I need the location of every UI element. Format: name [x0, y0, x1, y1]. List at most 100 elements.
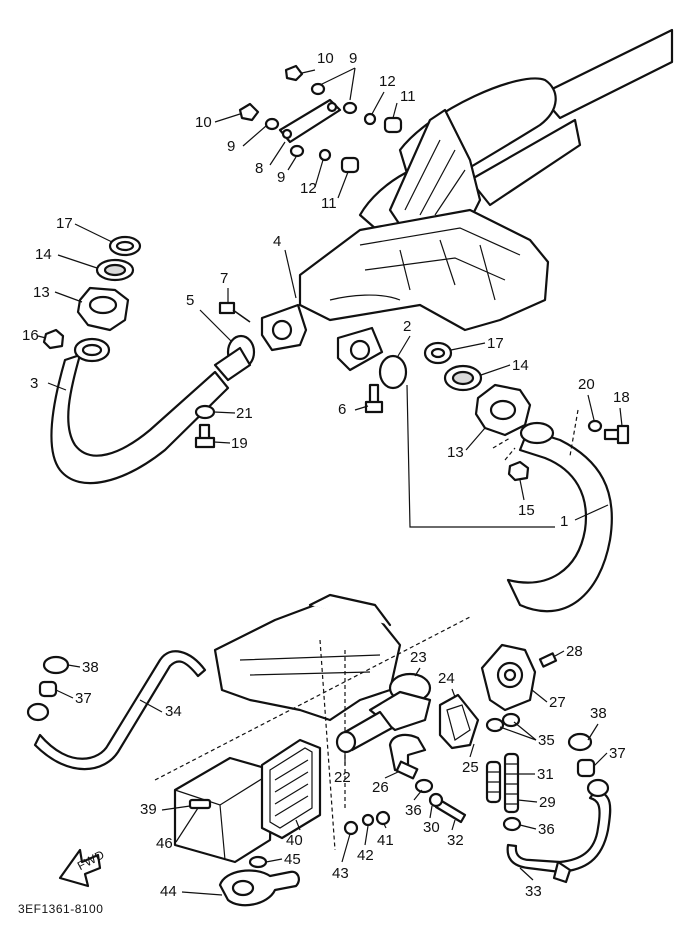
washer-41 — [375, 810, 391, 826]
callout-37a: 37 — [75, 690, 92, 707]
leader-line-13a — [54, 291, 83, 303]
washer-21 — [194, 404, 216, 420]
leader-line-36b — [519, 824, 537, 830]
leader-line-13b — [465, 427, 486, 451]
callout-6: 6 — [338, 401, 346, 418]
leader-line-45 — [265, 858, 283, 863]
callout-38a: 38 — [82, 659, 99, 676]
leader-line-9c — [287, 156, 297, 171]
leader-line-10b — [214, 113, 241, 123]
callout-36a: 36 — [405, 802, 422, 819]
callout-10a: 10 — [317, 50, 334, 67]
callout-9b: 9 — [227, 138, 235, 155]
leader-line-32 — [451, 819, 456, 831]
callout-39: 39 — [140, 801, 157, 818]
washer-43 — [343, 820, 359, 836]
leader-line-25 — [469, 743, 475, 758]
callout-13a: 13 — [33, 284, 50, 301]
callout-46: 46 — [156, 835, 173, 852]
washer-20 — [587, 419, 603, 433]
callout-31: 31 — [537, 766, 554, 783]
leader-line-16 — [37, 335, 47, 339]
cylinder-head-outline — [213, 593, 402, 722]
pipe-32 — [428, 792, 467, 824]
callout-1: 1 — [560, 513, 568, 530]
clamp-4 — [260, 303, 308, 352]
leader-line-28 — [554, 650, 565, 657]
leader-line-19 — [213, 441, 231, 444]
callout-3: 3 — [30, 375, 38, 392]
leader-line-35 — [513, 721, 537, 741]
leader-line-24 — [451, 688, 456, 698]
leader-line-40 — [295, 819, 301, 831]
collar-11-b — [340, 156, 360, 174]
callout-8: 8 — [255, 160, 263, 177]
hose-31 — [485, 760, 502, 804]
callout-9c: 9 — [277, 169, 285, 186]
leader-line-11a — [392, 102, 398, 119]
pipe-joint-5 — [213, 334, 256, 382]
nut-16 — [42, 328, 65, 350]
leader-line-2 — [397, 335, 411, 357]
leader-line-4 — [284, 249, 297, 299]
dashed-guide-lines — [154, 616, 471, 851]
callout-26: 26 — [372, 779, 389, 796]
leader-line-29 — [517, 799, 538, 803]
callout-40: 40 — [286, 832, 303, 849]
hose-29 — [503, 752, 520, 814]
leader-line-41 — [383, 823, 387, 829]
leader-line-23 — [414, 667, 421, 677]
clamp-36-left — [414, 778, 434, 794]
filter-cover-39 — [173, 756, 274, 864]
leader-line-17a — [74, 223, 113, 243]
callout-labels: 1 2 3 4 5 6 7 8 9 9 9 10 10 11 11 12 12 … — [22, 50, 630, 900]
pipe-26 — [388, 733, 427, 780]
valve-27 — [480, 643, 537, 712]
callout-36b: 36 — [538, 821, 555, 838]
leader-line-37a — [55, 689, 74, 699]
screw-28 — [538, 652, 558, 668]
leader-line-9a2 — [319, 67, 356, 86]
callout-37b: 37 — [609, 745, 626, 762]
clamp-36-right — [502, 816, 522, 832]
leader-line-46 — [175, 807, 199, 843]
leader-line-42 — [364, 825, 369, 846]
filter-element-40 — [260, 738, 322, 840]
callout-16: 16 — [22, 327, 39, 344]
nut-13-right — [474, 383, 532, 437]
gasket-17-left — [108, 235, 142, 257]
collar-11-a — [383, 116, 403, 134]
callout-9a: 9 — [349, 50, 357, 67]
washer-9-a — [310, 82, 326, 96]
bolt-7 — [218, 301, 251, 323]
leader-line-8 — [269, 141, 286, 166]
leader-line-6 — [354, 405, 369, 411]
exhaust-pipe-1 — [506, 421, 613, 613]
leader-line-33 — [519, 867, 534, 881]
callout-11a: 11 — [400, 88, 416, 105]
hose-33 — [506, 788, 612, 884]
seal-14-right — [443, 364, 483, 392]
bracket-8 — [278, 98, 342, 144]
cap-37-left — [38, 680, 58, 698]
washer-9-c — [264, 117, 280, 131]
callout-22: 22 — [334, 769, 351, 786]
leader-line-36a — [413, 789, 423, 801]
callout-45: 45 — [284, 851, 301, 868]
callout-leaders — [37, 67, 623, 896]
seal-14-left — [95, 258, 135, 282]
hose-34 — [33, 650, 207, 771]
callout-14b: 14 — [512, 357, 529, 374]
exhaust-collector — [298, 208, 550, 332]
leader-line-35b — [499, 726, 537, 741]
leader-line-12a — [371, 91, 385, 115]
callout-13b: 13 — [447, 444, 464, 461]
clamp-middle — [336, 326, 384, 372]
callout-25: 25 — [462, 759, 479, 776]
callout-30: 30 — [423, 819, 440, 836]
gasket-24 — [438, 693, 480, 750]
callout-29: 29 — [539, 794, 556, 811]
callout-12b: 12 — [300, 180, 317, 197]
washer-12-b — [318, 148, 332, 162]
callout-33: 33 — [525, 883, 542, 900]
